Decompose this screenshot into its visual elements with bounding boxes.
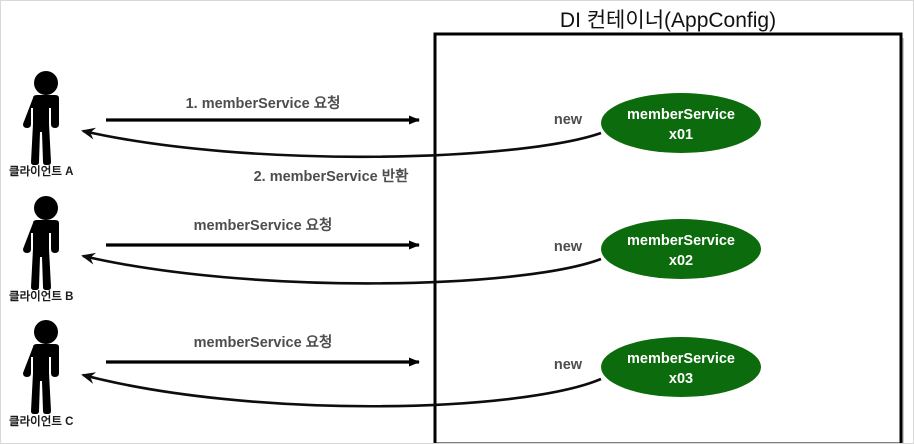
person-icon xyxy=(23,320,59,414)
new-label-a: new xyxy=(554,112,583,128)
diagram-row-client-b: 클라이언트 B memberService 요청 new memberServi… xyxy=(9,196,761,303)
client-label-b: 클라이언트 B xyxy=(9,289,73,303)
new-label-b: new xyxy=(554,239,583,255)
request-label-b: memberService 요청 xyxy=(194,217,333,234)
return-arrow-b xyxy=(81,252,602,285)
return-label-a: 2. memberService 반환 xyxy=(254,167,410,185)
container-title: DI 컨테이너(AppConfig) xyxy=(560,9,776,32)
request-label-a: 1. memberService 요청 xyxy=(186,95,341,112)
bean-instance-x02: x02 xyxy=(669,253,693,269)
return-arrow-a xyxy=(81,127,602,159)
bean-name-x01: memberService xyxy=(627,107,735,123)
bean-ellipse-x01[interactable] xyxy=(601,93,761,153)
request-label-c: memberService 요청 xyxy=(194,334,333,351)
diagram-row-client-c: 클라이언트 C memberService 요청 new memberServi… xyxy=(9,320,761,428)
client-label-a: 클라이언트 A xyxy=(9,164,73,178)
bean-instance-x03: x03 xyxy=(669,371,693,387)
diagram-row-client-a: 클라이언트 A 1. memberService 요청 2. memberSer… xyxy=(9,71,761,185)
client-label-c: 클라이언트 C xyxy=(9,414,73,428)
bean-name-x03: memberService xyxy=(627,351,735,367)
bean-name-x02: memberService xyxy=(627,233,735,249)
person-icon xyxy=(23,71,59,165)
return-arrow-c xyxy=(81,372,602,408)
person-icon xyxy=(23,196,59,290)
bean-ellipse-x02[interactable] xyxy=(601,219,761,279)
bean-instance-x01: x01 xyxy=(669,127,693,143)
bean-ellipse-x03[interactable] xyxy=(601,337,761,397)
new-label-c: new xyxy=(554,357,583,373)
